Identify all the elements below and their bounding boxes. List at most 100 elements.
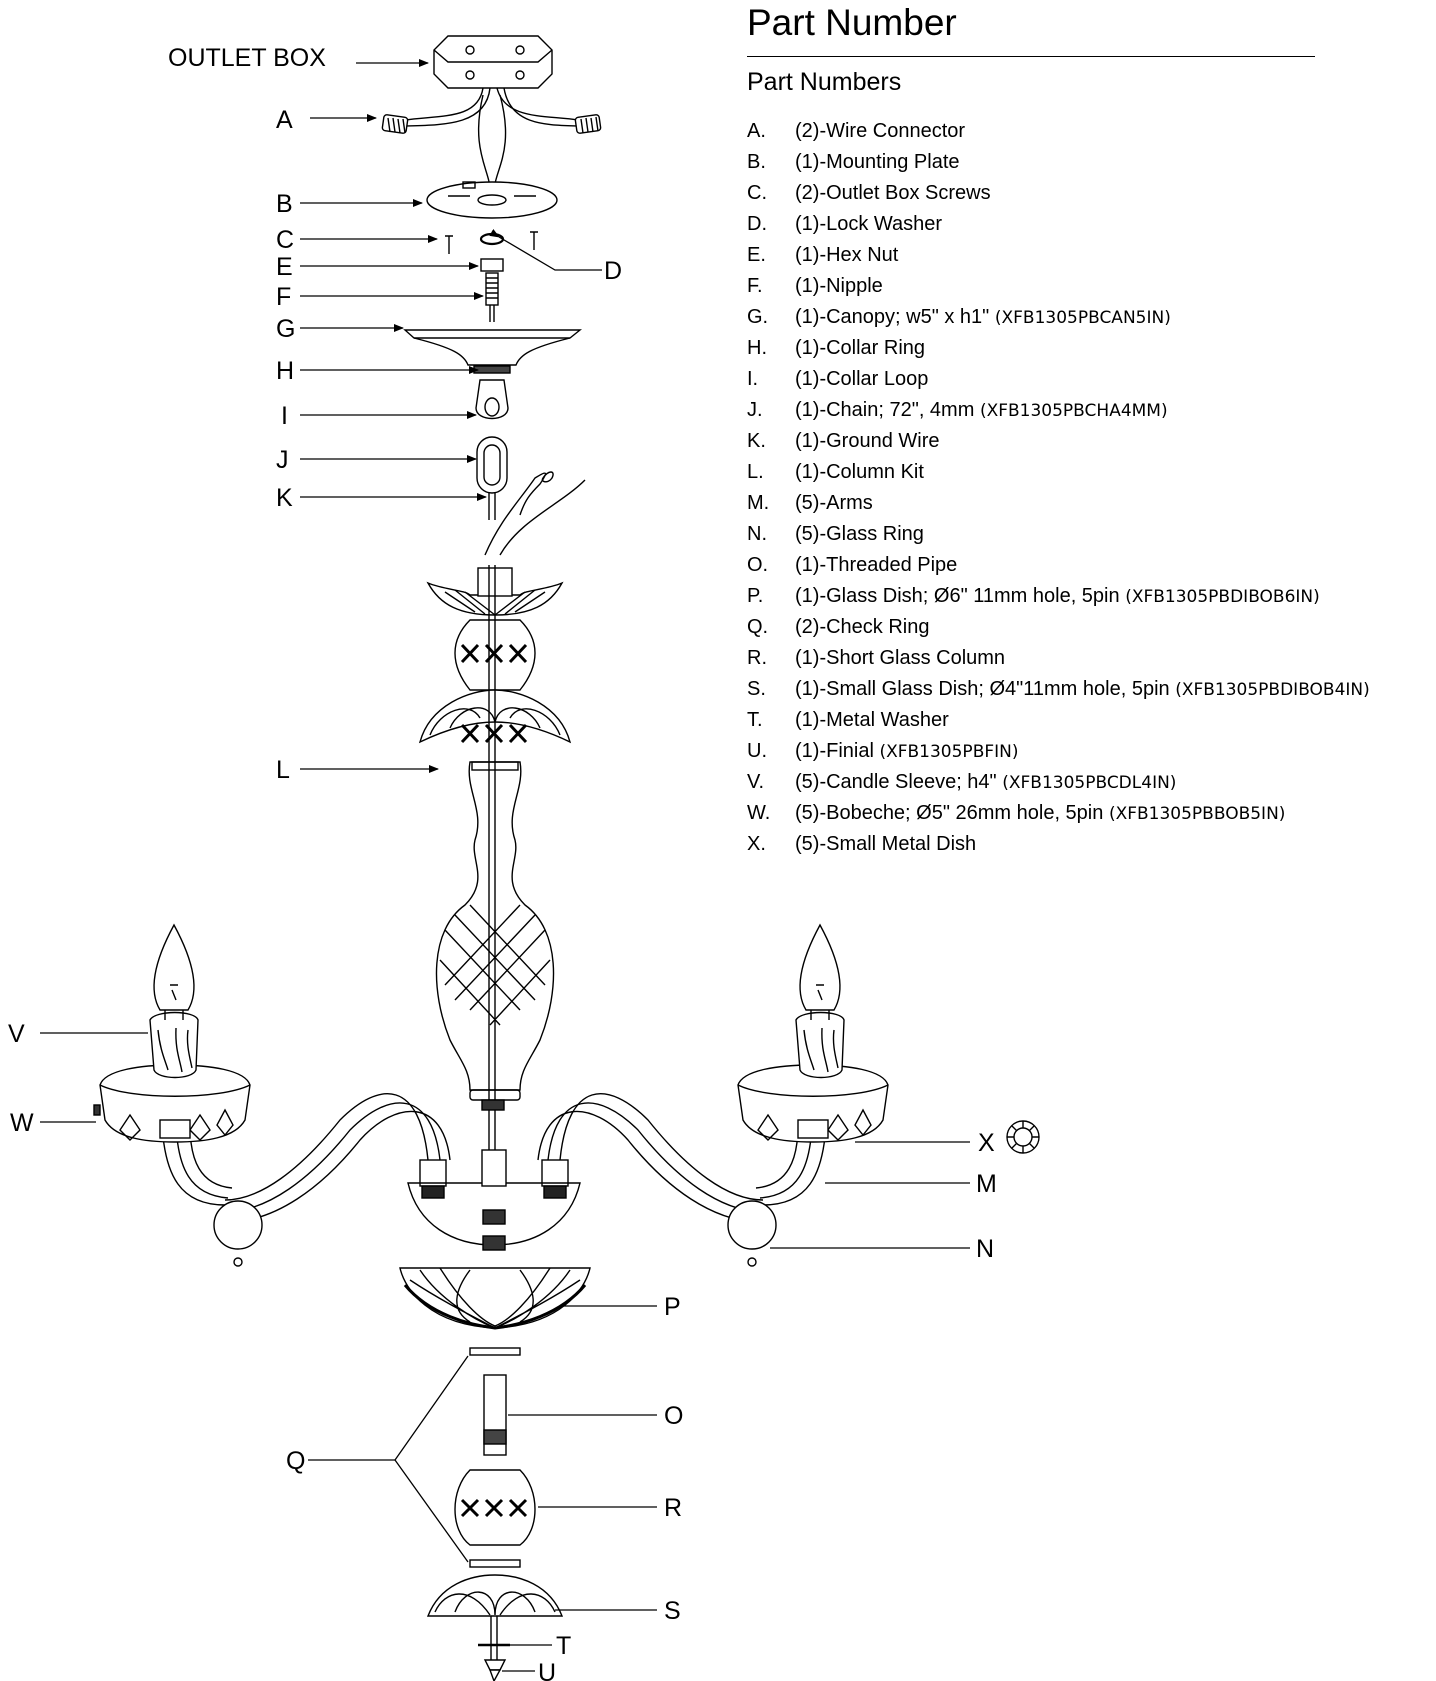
part-code: (XFB1305PBDIBOB6IN) bbox=[1125, 586, 1320, 607]
part-letter: B. bbox=[747, 151, 766, 173]
part-letter: H. bbox=[747, 337, 767, 359]
part-letter: M. bbox=[747, 492, 770, 514]
callout-u: U bbox=[538, 1659, 556, 1681]
callout-e: E bbox=[276, 253, 293, 281]
chain-link bbox=[476, 436, 508, 520]
part-description: (1)-Finial bbox=[795, 740, 880, 762]
bulb-right bbox=[799, 923, 841, 1020]
wire-connector-right bbox=[574, 114, 602, 134]
part-letter: D. bbox=[747, 213, 767, 235]
part-item: E.(1)-Hex Nut bbox=[747, 240, 1370, 271]
supply-wires bbox=[404, 87, 579, 191]
part-letter: R. bbox=[747, 647, 767, 669]
callout-g: G bbox=[276, 315, 295, 343]
part-letter: V. bbox=[747, 771, 765, 793]
callout-t: T bbox=[556, 1632, 571, 1660]
part-item: S.(1)-Small Glass Dish; Ø4"11mm hole, 5p… bbox=[747, 674, 1370, 705]
part-description: (1)-Glass Dish; Ø6" 11mm hole, 5pin bbox=[795, 585, 1126, 607]
part-code: (XFB1305PBCAN5IN) bbox=[994, 307, 1171, 328]
part-code: (XFB1305PBBOB5IN) bbox=[1108, 803, 1286, 824]
part-item: Q.(2)-Check Ring bbox=[747, 612, 1370, 643]
part-description: (1)-Threaded Pipe bbox=[795, 554, 958, 576]
part-letter: O. bbox=[747, 554, 769, 576]
part-description: (1)-Column Kit bbox=[795, 461, 924, 483]
part-letter: W. bbox=[747, 802, 771, 824]
arm-right bbox=[537, 1093, 827, 1267]
part-code: (XFB1305PBCDL4IN) bbox=[1002, 772, 1177, 793]
part-description: (1)-Nipple bbox=[795, 275, 883, 297]
callout-n: N bbox=[976, 1235, 994, 1263]
candle-sleeve-left bbox=[149, 1011, 199, 1079]
part-item: T.(1)-Metal Washer bbox=[747, 705, 1370, 736]
part-item: M.(5)-Arms bbox=[747, 488, 1370, 519]
part-item: B. (1)-Mounting Plate bbox=[747, 147, 1370, 178]
part-item: C. (2)-Outlet Box Screws bbox=[747, 178, 1370, 209]
part-letter: Q. bbox=[747, 616, 769, 638]
part-letter: L. bbox=[747, 461, 764, 483]
check-ring-bottom bbox=[469, 1559, 521, 1568]
part-description: (1)-Ground Wire bbox=[795, 430, 940, 452]
part-item: N. (5)-Glass Ring bbox=[747, 519, 1370, 550]
part-code: (XFB1305PBDIBOB4IN) bbox=[1175, 679, 1370, 700]
part-letter: T. bbox=[747, 709, 763, 731]
part-letter: U. bbox=[747, 740, 767, 762]
part-letter: N. bbox=[747, 523, 767, 545]
callout-r: R bbox=[664, 1494, 682, 1522]
callout-p: P bbox=[664, 1293, 681, 1321]
callout-d: D bbox=[604, 257, 622, 285]
bobeche-left bbox=[93, 1064, 251, 1143]
part-item: G.(1)-Canopy; w5" x h1" (XFB1305PBCAN5IN… bbox=[747, 302, 1370, 333]
callout-o: O bbox=[664, 1402, 683, 1430]
callout-q: Q bbox=[286, 1447, 305, 1475]
panel-subtitle: Part Numbers bbox=[747, 68, 902, 96]
callout-b: B bbox=[276, 190, 293, 218]
part-code: (XFB1305PBCHA4MM) bbox=[979, 400, 1168, 421]
part-item: W.(5)-Bobeche; Ø5" 26mm hole, 5pin (XFB1… bbox=[747, 798, 1370, 829]
callout-a: A bbox=[276, 106, 293, 134]
part-letter: A. bbox=[747, 120, 766, 142]
part-code: (XFB1305PBFIN) bbox=[879, 741, 1019, 762]
glass-dish bbox=[399, 1267, 591, 1330]
callout-x: X bbox=[978, 1129, 995, 1157]
title-divider bbox=[747, 56, 1315, 57]
part-description: (1)-Lock Washer bbox=[795, 213, 943, 235]
part-item: A. (2)-Wire Connector bbox=[747, 116, 1370, 147]
outlet-box-screws bbox=[445, 231, 538, 254]
small-metal-dish-icon bbox=[1006, 1120, 1040, 1154]
part-description: (1)-Mounting Plate bbox=[795, 151, 960, 173]
wire-connector-left bbox=[381, 114, 409, 134]
part-description: (1)-Hex Nut bbox=[795, 244, 899, 266]
short-glass-column bbox=[454, 1469, 536, 1546]
part-item: R.(1)-Short Glass Column bbox=[747, 643, 1370, 674]
part-description: (2)-Wire Connector bbox=[795, 120, 966, 142]
callout-s: S bbox=[664, 1597, 681, 1625]
callout-v: V bbox=[8, 1020, 25, 1048]
callout-i: I bbox=[281, 402, 288, 430]
part-item: U. (1)-Finial (XFB1305PBFIN) bbox=[747, 736, 1370, 767]
lock-washer bbox=[479, 232, 505, 246]
part-letter: J. bbox=[747, 399, 763, 421]
callout-j: J bbox=[276, 446, 289, 474]
part-description: (1)-Collar Loop bbox=[795, 368, 929, 390]
part-letter: F. bbox=[747, 275, 763, 297]
part-letter: C. bbox=[747, 182, 767, 204]
part-description: (5)-Glass Ring bbox=[795, 523, 924, 545]
outlet-box bbox=[433, 35, 553, 89]
panel-title: Part Number bbox=[747, 2, 957, 43]
ground-wire bbox=[484, 471, 586, 556]
part-item: F. (1)-Nipple bbox=[747, 271, 1370, 302]
part-description: (2)-Outlet Box Screws bbox=[795, 182, 991, 204]
candle-sleeve-right bbox=[795, 1011, 845, 1079]
part-description: (5)-Small Metal Dish bbox=[795, 833, 977, 855]
callout-m: M bbox=[976, 1170, 997, 1198]
part-item: H.(1)-Collar Ring bbox=[747, 333, 1370, 364]
part-letter: S. bbox=[747, 678, 766, 700]
callout-w: W bbox=[10, 1109, 34, 1137]
small-glass-dish bbox=[426, 1574, 564, 1617]
collar-loop bbox=[475, 379, 509, 420]
part-item: X.(5)-Small Metal Dish bbox=[747, 829, 1370, 860]
bulb-left bbox=[153, 923, 195, 1020]
part-item: L. (1)-Column Kit bbox=[747, 457, 1370, 488]
